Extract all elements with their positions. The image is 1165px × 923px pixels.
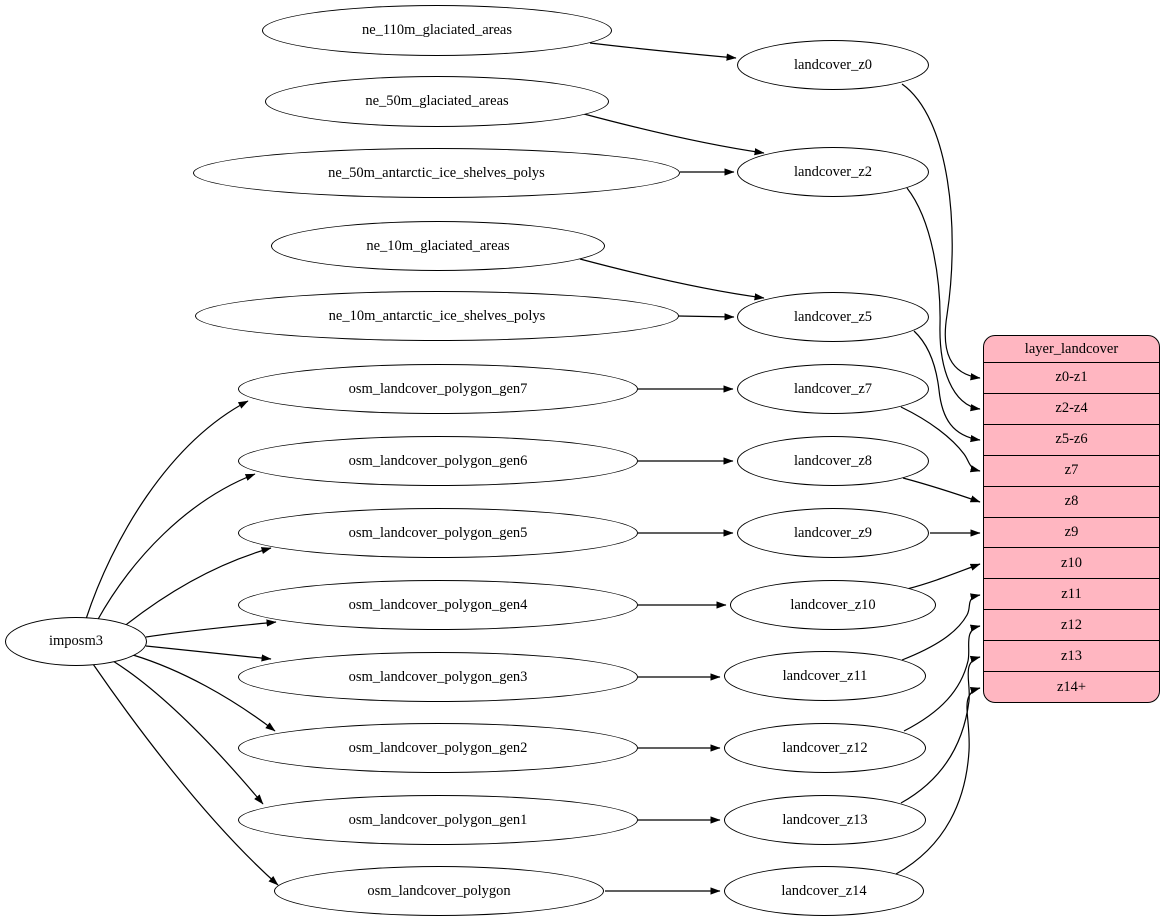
edge-ne_10m_antarctic_ice_shelves_polys-landcover_z5 [677, 313, 735, 321]
node-osm-landcover-polygon-gen6: osm_landcover_polygon_gen6 [238, 436, 638, 486]
node-landcover-z14: landcover_z14 [724, 866, 924, 916]
edge-landcover_z12-layer_z12 [903, 624, 981, 732]
node-osm-landcover-polygon-gen3: osm_landcover_polygon_gen3 [238, 652, 638, 702]
edge-landcover_z7-layer_z7 [900, 406, 981, 473]
edge-imposm3-osm_landcover_polygon_gen2 [132, 654, 276, 732]
edge-landcover_z10-layer_z10 [906, 563, 981, 590]
edge-ne_110m_glaciated_areas-landcover_z0 [589, 42, 737, 61]
node-landcover-z11: landcover_z11 [724, 651, 926, 701]
edge-imposm3-osm_landcover_polygon [92, 663, 279, 886]
node-landcover-z10: landcover_z10 [730, 580, 936, 630]
record-row-z9: z9 [984, 516, 1159, 548]
edge-imposm3-osm_landcover_polygon_gen5 [121, 547, 272, 629]
record-row-z5-z6: z5-z6 [984, 423, 1159, 455]
record-row-z13: z13 [984, 640, 1159, 671]
edge-ne_10m_glaciated_areas-landcover_z5 [579, 258, 765, 301]
node-landcover-z0: landcover_z0 [737, 40, 929, 90]
node-imposm3: imposm3 [5, 617, 147, 666]
record-header: layer_landcover [1024, 340, 1119, 357]
node-osm-landcover-polygon-gen2: osm_landcover_polygon_gen2 [238, 723, 638, 773]
edge-imposm3-osm_landcover_polygon_gen6 [96, 473, 256, 622]
edge-imposm3-osm_landcover_polygon_gen1 [112, 660, 264, 805]
edge-landcover_z0-layer_z0-z1 [901, 83, 981, 381]
node-ne-10m-glaciated-areas: ne_10m_glaciated_areas [271, 221, 605, 271]
node-landcover-z7: landcover_z7 [737, 364, 929, 414]
node-layer-landcover: layer_landcover z0-z1 z2-z4 z5-z6 z7 z8 … [983, 335, 1160, 703]
edge-imposm3-osm_landcover_polygon_gen4 [145, 619, 277, 638]
record-row-z14plus: z14+ [984, 671, 1159, 702]
node-ne-110m-glaciated-areas: ne_110m_glaciated_areas [262, 5, 612, 56]
record-row-z12: z12 [984, 609, 1159, 640]
node-landcover-z5: landcover_z5 [737, 292, 929, 342]
edge-landcover_z5-layer_z5-z6 [913, 330, 981, 443]
edge-ne_50m_glaciated_areas-landcover_z2 [583, 113, 765, 156]
node-ne-10m-antarctic-ice-shelves-polys: ne_10m_antarctic_ice_shelves_polys [195, 291, 679, 341]
node-landcover-z8: landcover_z8 [737, 436, 929, 486]
node-osm-landcover-polygon-gen1: osm_landcover_polygon_gen1 [238, 795, 638, 845]
edge-landcover_z2-layer_z2-z4 [906, 187, 981, 412]
record-row-z8: z8 [984, 485, 1159, 517]
edge-imposm3-osm_landcover_polygon_gen7 [85, 400, 249, 620]
node-osm-landcover-polygon: osm_landcover_polygon [274, 866, 604, 916]
node-landcover-z9: landcover_z9 [737, 508, 929, 558]
record-row-z11: z11 [984, 578, 1159, 609]
node-ne-50m-antarctic-ice-shelves-polys: ne_50m_antarctic_ice_shelves_polys [193, 148, 680, 198]
node-osm-landcover-polygon-gen7: osm_landcover_polygon_gen7 [238, 364, 638, 414]
record-row-z2-z4: z2-z4 [984, 392, 1159, 424]
node-landcover-z12: landcover_z12 [724, 723, 926, 773]
record-row-z0-z1: z0-z1 [984, 362, 1159, 393]
edge-landcover_z8-layer_z8 [902, 477, 981, 503]
edge-imposm3-osm_landcover_polygon_gen3 [145, 645, 272, 662]
edge-landcover_z14-layer_z14plus [895, 687, 981, 875]
edge-landcover_z11-layer_z11 [901, 593, 981, 661]
node-osm-landcover-polygon-gen5: osm_landcover_polygon_gen5 [238, 508, 638, 558]
record-row-z10: z10 [984, 547, 1159, 578]
node-landcover-z13: landcover_z13 [724, 795, 926, 845]
node-landcover-z2: landcover_z2 [737, 147, 929, 197]
record-row-z7: z7 [984, 454, 1159, 486]
node-osm-landcover-polygon-gen4: osm_landcover_polygon_gen4 [238, 580, 638, 630]
node-ne-50m-glaciated-areas: ne_50m_glaciated_areas [265, 76, 609, 127]
